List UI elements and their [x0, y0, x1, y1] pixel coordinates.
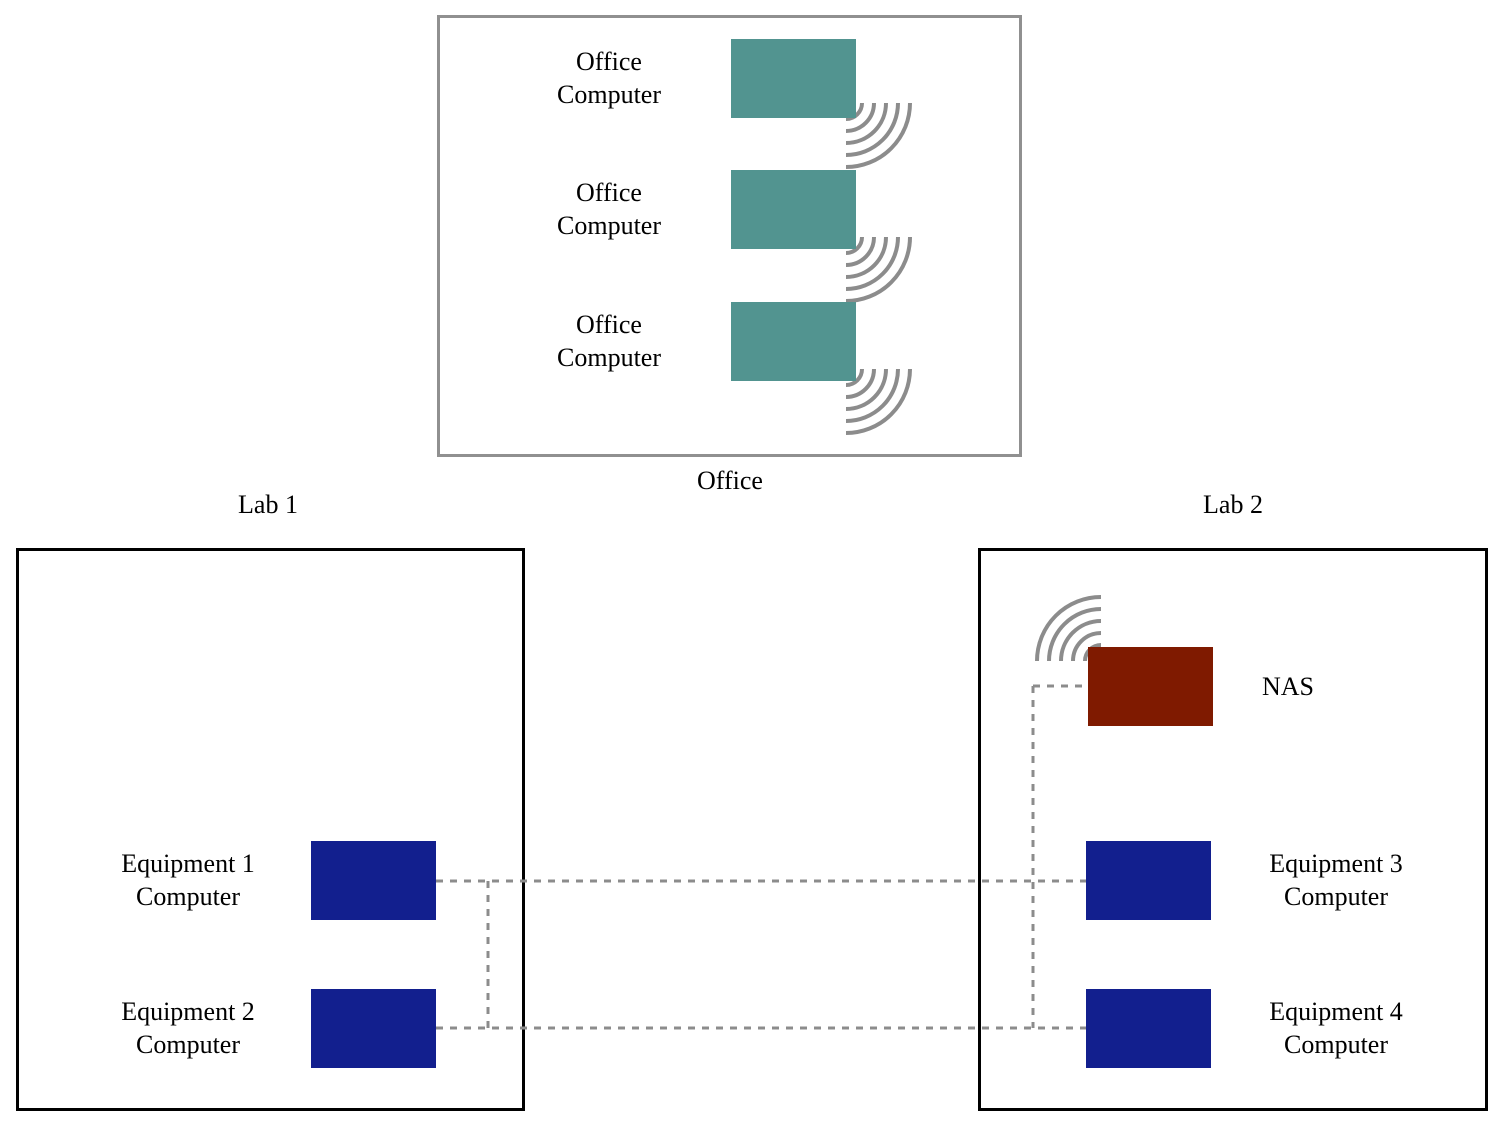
office-room [437, 15, 1022, 457]
lab1-room-label: Lab 1 [238, 490, 298, 519]
office-computer-3-label-line2: Computer [557, 343, 661, 372]
office-computer-1-label: Office Computer [557, 45, 661, 111]
equipment-2-label-line2: Computer [136, 1030, 240, 1059]
office-computer-2-label-line2: Computer [557, 211, 661, 240]
equipment-1-label-line1: Equipment 1 [121, 849, 255, 878]
equipment-4-computer[interactable] [1086, 989, 1211, 1068]
equipment-1-label-line2: Computer [136, 882, 240, 911]
office-computer-1[interactable] [731, 39, 856, 118]
office-computer-2[interactable] [731, 170, 856, 249]
equipment-1-computer[interactable] [311, 841, 436, 920]
equipment-2-label-line1: Equipment 2 [121, 997, 255, 1026]
equipment-2-computer[interactable] [311, 989, 436, 1068]
office-computer-3[interactable] [731, 302, 856, 381]
office-computer-3-label: Office Computer [557, 308, 661, 374]
equipment-4-label: Equipment 4 Computer [1269, 995, 1403, 1061]
equipment-3-label: Equipment 3 Computer [1269, 847, 1403, 913]
nas-device[interactable] [1088, 647, 1213, 726]
office-room-label: Office [697, 466, 763, 495]
nas-label: NAS [1261, 672, 1315, 701]
lab1-room [16, 548, 525, 1111]
office-computer-1-label-line2: Computer [557, 80, 661, 109]
lab2-room-label: Lab 2 [1203, 490, 1263, 519]
equipment-3-label-line1: Equipment 3 [1269, 849, 1403, 878]
lab2-room [978, 548, 1488, 1111]
equipment-4-label-line1: Equipment 4 [1269, 997, 1403, 1026]
office-computer-1-label-line1: Office [576, 47, 642, 76]
office-computer-2-label-line1: Office [576, 178, 642, 207]
office-computer-2-label: Office Computer [557, 176, 661, 242]
equipment-3-computer[interactable] [1086, 841, 1211, 920]
equipment-4-label-line2: Computer [1284, 1030, 1388, 1059]
equipment-3-label-line2: Computer [1284, 882, 1388, 911]
equipment-2-label: Equipment 2 Computer [121, 995, 255, 1061]
equipment-1-label: Equipment 1 Computer [121, 847, 255, 913]
office-computer-3-label-line1: Office [576, 310, 642, 339]
